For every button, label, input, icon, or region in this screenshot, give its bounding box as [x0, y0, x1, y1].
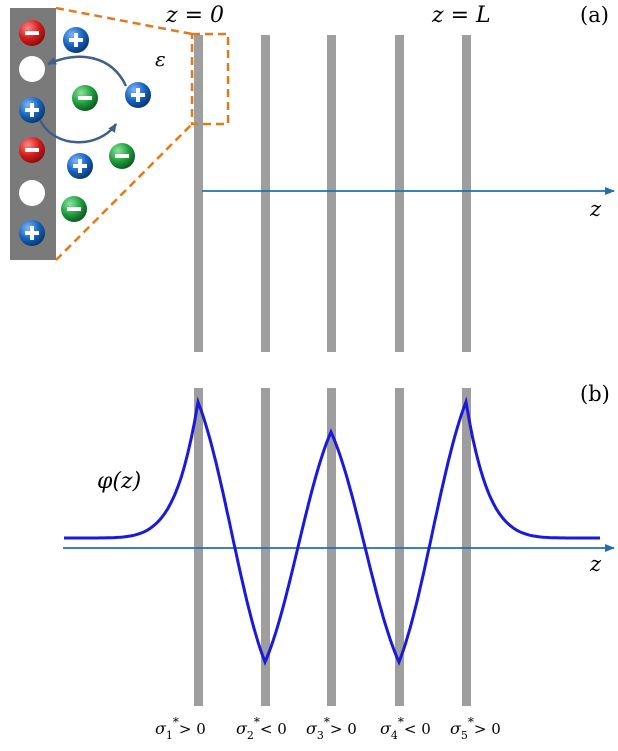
- exchange-arrow-to-vacancy: [47, 55, 128, 87]
- mobile-ion-neg-1: [72, 85, 98, 111]
- wall-vacancy-2: [19, 180, 45, 206]
- wall-ion-pos-2: [19, 220, 45, 246]
- plate-b-3: [327, 388, 336, 706]
- zoom-source-box: [190, 32, 230, 126]
- svg-text:σ2*< 0: σ2*< 0: [236, 715, 287, 742]
- plate-charge-5: σ5*> 0: [450, 715, 501, 742]
- panel-a-tag: (a): [580, 3, 609, 27]
- plate-a-5: [462, 35, 471, 352]
- plate-5-sign: > 0: [474, 720, 501, 738]
- zoom-line-top: [55, 6, 193, 36]
- plate-b-4: [395, 388, 404, 706]
- wall-ion-neg-1: [19, 20, 45, 46]
- svg-text:σ3*> 0: σ3*> 0: [306, 715, 357, 742]
- plate-charge-4: σ4*< 0: [380, 715, 431, 742]
- potential-curve: [64, 396, 600, 667]
- plate-2-sub: 2: [247, 729, 254, 742]
- plate-1-sub: 1: [166, 729, 173, 742]
- mobile-ion-pos-2: [125, 82, 151, 108]
- z-axis-a-label: z: [589, 197, 602, 221]
- wall-ion-pos-1: [19, 97, 45, 123]
- plate-charge-1: σ1*> 0: [155, 715, 206, 742]
- plate-a-1: [194, 35, 203, 352]
- svg-text:σ5*> 0: σ5*> 0: [450, 715, 501, 742]
- plate-4-sub: 4: [391, 729, 398, 742]
- z-axis-b-label: z: [589, 552, 602, 576]
- epsilon-label: ε: [155, 47, 166, 71]
- wall-vacancy-1: [19, 56, 45, 82]
- mobile-ion-pos-1: [63, 27, 89, 53]
- panel-a: (a) z = 0 z = L z: [10, 3, 615, 352]
- mobile-ion-pos-3: [67, 153, 93, 179]
- plate-b-2: [261, 388, 270, 706]
- plate-3-sub: 3: [317, 729, 324, 742]
- panel-b-tag: (b): [580, 382, 610, 406]
- plate-a-4: [395, 35, 404, 352]
- plate-charge-2: σ2*< 0: [236, 715, 287, 742]
- zoom-line-bottom: [55, 123, 193, 261]
- plate-a-2: [261, 35, 270, 352]
- plate-a-3: [327, 35, 336, 352]
- plate-2-sign: < 0: [260, 720, 287, 738]
- plate-b-1: [194, 388, 203, 706]
- plate-b-5: [462, 388, 471, 706]
- svg-text:σ4*< 0: σ4*< 0: [380, 715, 431, 742]
- plate-4-sign: < 0: [404, 720, 431, 738]
- left-plate-label: z = 0: [165, 3, 224, 28]
- plate-3-sign: > 0: [330, 720, 357, 738]
- mobile-ion-neg-3: [61, 196, 87, 222]
- mobile-ion-neg-2: [109, 143, 135, 169]
- plate-charge-3: σ3*> 0: [306, 715, 357, 742]
- exchange-arrow-from-wall: [38, 119, 118, 144]
- potential-label: φ(z): [97, 469, 141, 494]
- right-plate-label: z = L: [431, 3, 491, 28]
- svg-text:σ1*> 0: σ1*> 0: [155, 715, 206, 742]
- wall-ion-neg-2: [19, 137, 45, 163]
- plate-1-sign: > 0: [179, 720, 206, 738]
- charged-wall: [10, 8, 56, 260]
- plate-5-sub: 5: [461, 729, 468, 742]
- panel-b: (b) z φ(z) σ1*> 0 σ2*< 0 σ3*> 0: [63, 382, 615, 742]
- zoom-inset: ε: [10, 6, 230, 261]
